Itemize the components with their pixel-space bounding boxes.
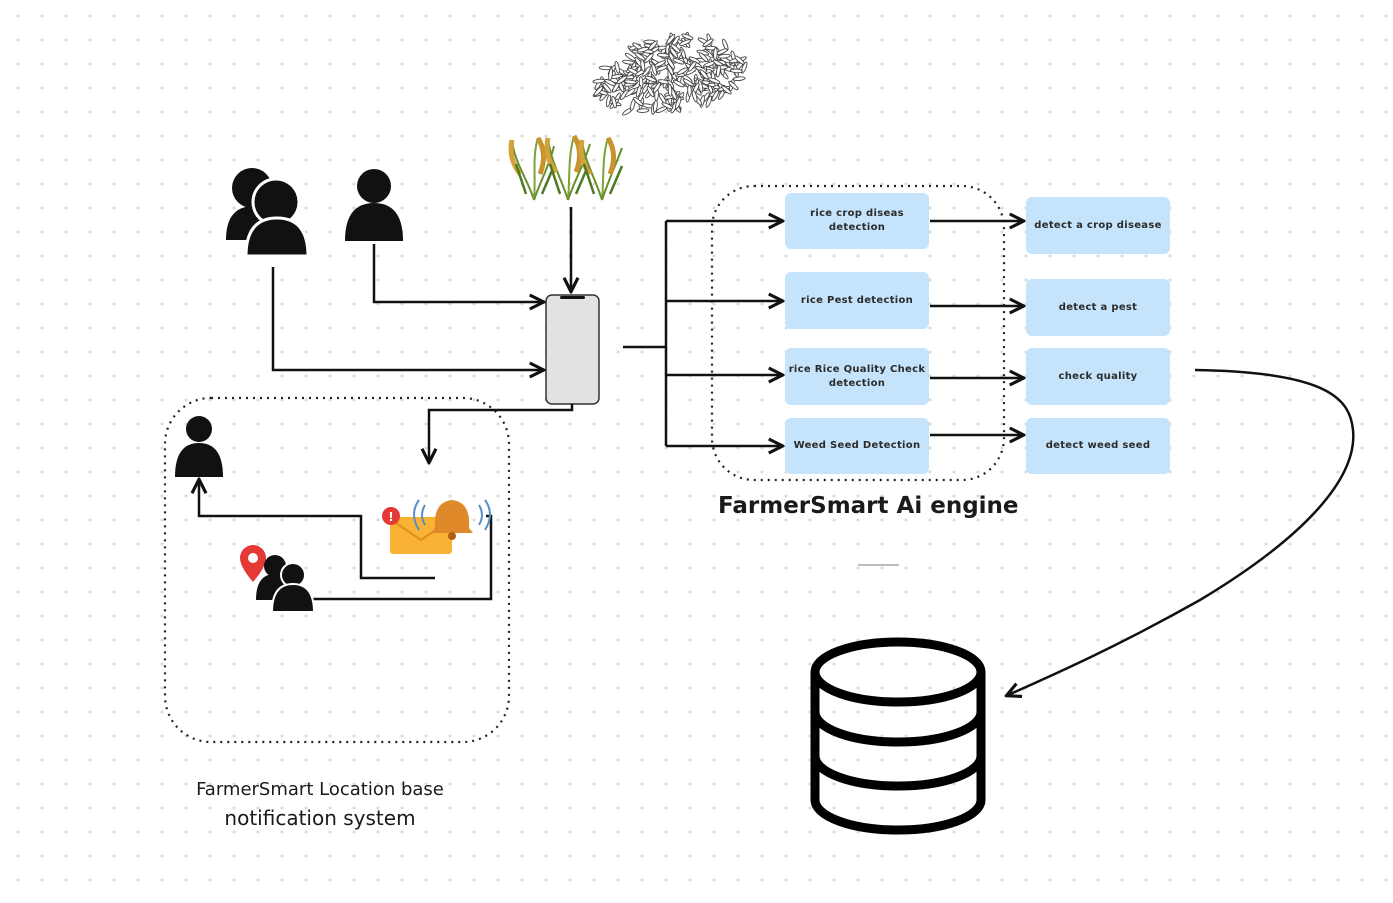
output-detect-crop-disease: detect a crop disease	[1026, 197, 1170, 254]
phone-to-notification-arrow	[429, 404, 574, 461]
alert-badge: !	[388, 510, 393, 524]
module-quality-check-detection: rice Rice Quality Check detection	[785, 348, 929, 405]
phone-to-ai-trunk	[623, 221, 668, 446]
output-to-database-arrow	[1008, 368, 1355, 695]
output-check-quality: check quality	[1026, 348, 1170, 405]
ai-engine-container	[710, 184, 1006, 482]
location-users-icon	[240, 545, 316, 613]
user-icon	[345, 169, 403, 241]
notification-system-title-line1: FarmerSmart Location base	[196, 779, 444, 800]
user-to-phone-arrow	[372, 244, 542, 302]
smartphone-icon	[545, 294, 600, 405]
module-weed-seed-detection: Weed Seed Detection	[785, 418, 929, 474]
notification-to-user-arrow	[199, 481, 435, 580]
users-group-to-phone-arrow	[271, 267, 542, 370]
module-pest-detection: rice Pest detection	[785, 272, 929, 329]
output-detect-pest: detect a pest	[1026, 279, 1170, 336]
database-icon	[810, 637, 986, 835]
output-detect-weed-seed: detect weed seed	[1026, 418, 1170, 474]
notification-user-icon	[175, 416, 223, 477]
rice-plant-icon	[508, 134, 624, 201]
users-group-icon	[226, 168, 310, 258]
module-crop-disease-detection: rice crop diseas detection	[785, 193, 929, 249]
location-users-to-notification-line	[313, 514, 493, 601]
notification-bell-envelope-icon	[382, 499, 491, 554]
notification-system-title-line2: notification system	[224, 806, 416, 830]
rice-grains-icon	[592, 31, 748, 116]
ai-engine-title: FarmerSmart Ai engine	[718, 493, 1019, 519]
notification-system-container	[163, 396, 511, 744]
